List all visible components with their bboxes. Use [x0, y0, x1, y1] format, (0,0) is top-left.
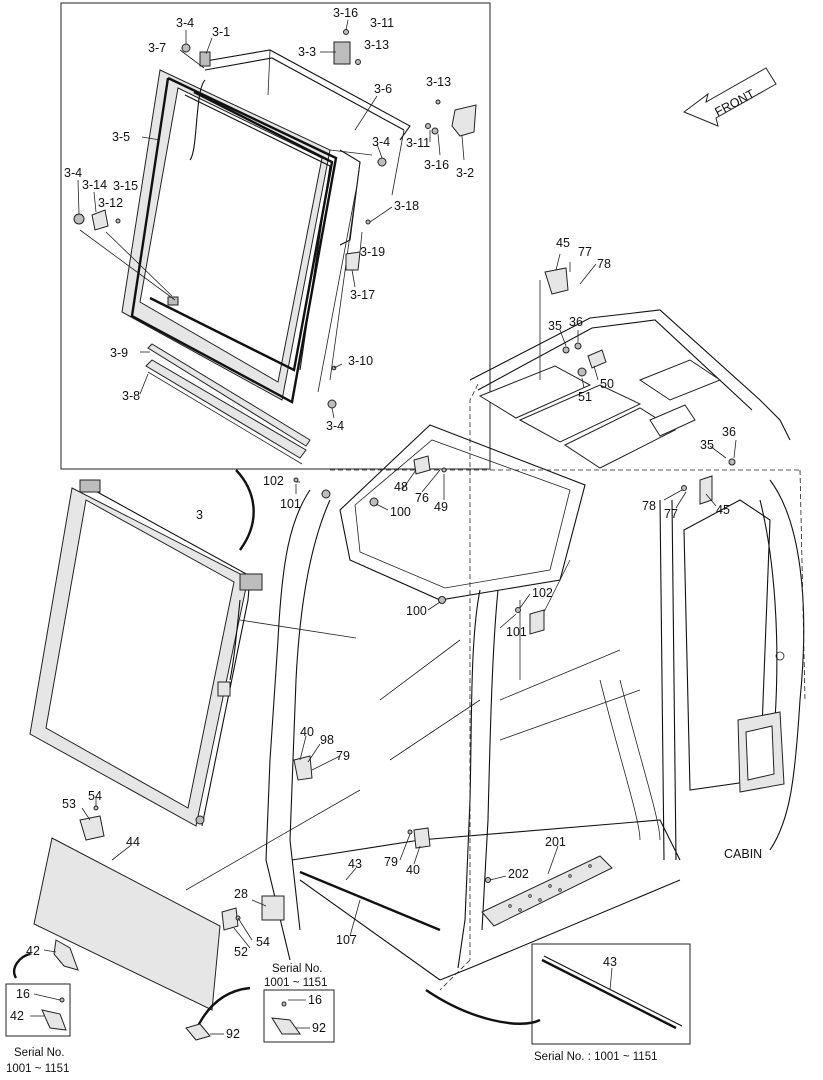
callout: 49 — [434, 500, 448, 514]
callout: 51 — [578, 390, 592, 404]
callout: 102 — [263, 474, 284, 488]
door-detail-frame — [60, 2, 491, 470]
callout: 98 — [320, 733, 334, 747]
callout: 3 — [196, 508, 203, 522]
callout: 3-12 — [98, 196, 123, 210]
inset-left-serial-range: 1001 ~ 1151 — [6, 1063, 69, 1075]
callout: 40 — [406, 863, 420, 877]
door-assembly — [29, 479, 263, 827]
callout: 3-18 — [394, 199, 419, 213]
callout: 36 — [569, 315, 583, 329]
callout: 3-4 — [176, 16, 194, 30]
callout: 35 — [700, 438, 714, 452]
callout: 3-6 — [374, 82, 392, 96]
callout: 107 — [336, 933, 357, 947]
callout: 3-1 — [212, 25, 230, 39]
callout: 3-17 — [350, 288, 375, 302]
step-plate — [481, 855, 613, 927]
door-glass-panel — [121, 69, 338, 404]
callout: 3-5 — [112, 130, 130, 144]
callout: 100 — [406, 604, 427, 618]
callout: 77 — [664, 507, 678, 521]
lower-glass-panel — [33, 805, 241, 1011]
callout: 35 — [548, 319, 562, 333]
callout: 43 — [348, 857, 362, 871]
callout: 3-13 — [426, 75, 451, 89]
callout: 42 — [26, 944, 40, 958]
callout: 40 — [300, 725, 314, 739]
inset-mid-serial-range: 1001 ~ 1151 — [264, 977, 327, 989]
callout: 28 — [234, 887, 248, 901]
callout: 3-8 — [122, 389, 140, 403]
callout: 52 — [234, 945, 248, 959]
callout: 76 — [415, 491, 429, 505]
callout: 54 — [256, 935, 270, 949]
callout: 3-2 — [456, 166, 474, 180]
callout: 77 — [578, 245, 592, 259]
callout: 45 — [716, 503, 730, 517]
callout: 3-13 — [364, 38, 389, 52]
callout-leaders — [13, 253, 737, 1031]
callout: 202 — [508, 867, 529, 881]
callout: 92 — [312, 1021, 326, 1035]
inset-mid-serial-label: Serial No. — [272, 963, 323, 975]
callout: 3-4 — [326, 419, 344, 433]
inset-right: Serial No. : 1001 ~ 1151 — [531, 943, 691, 1063]
callout: 3-19 — [360, 245, 385, 259]
callout: 101 — [280, 497, 301, 511]
callout: 36 — [722, 425, 736, 439]
callout: 92 — [226, 1027, 240, 1041]
callout: 54 — [88, 789, 102, 803]
callout: 3-4 — [372, 135, 390, 149]
callout: 16 — [308, 993, 322, 1007]
callout: 42 — [10, 1009, 24, 1023]
callout: 43 — [603, 955, 617, 969]
callout: 50 — [600, 377, 614, 391]
callout: 3-11 — [406, 136, 430, 150]
callout: 53 — [62, 797, 76, 811]
callout: 16 — [16, 987, 30, 1001]
callout: 78 — [642, 499, 656, 513]
door-detail-leaders — [77, 19, 465, 419]
callout: 3-3 — [298, 45, 316, 59]
callout: 3-15 — [113, 179, 138, 193]
callout: 101 — [506, 625, 527, 639]
callout: 44 — [126, 835, 140, 849]
callout: 79 — [384, 855, 398, 869]
callout: 100 — [390, 505, 411, 519]
callout: 45 — [556, 236, 570, 250]
cabin-label: CABIN — [724, 847, 762, 861]
callout: 3-4 — [64, 166, 82, 180]
callout: 102 — [532, 586, 553, 600]
callout: 79 — [336, 749, 350, 763]
callout: 3-9 — [110, 346, 128, 360]
door-hardware — [73, 29, 477, 409]
inset-mid: Serial No. 1001 ~ 1151 — [185, 963, 335, 1043]
callout: 3-14 — [82, 178, 107, 192]
upper-frame-rail — [189, 49, 411, 393]
inset-right-caption: Serial No. : 1001 ~ 1151 — [534, 1051, 658, 1063]
front-direction-arrow: FRONT — [682, 67, 777, 127]
callout: 201 — [545, 835, 566, 849]
callout: 3-11 — [370, 16, 394, 30]
cabin-body — [261, 267, 806, 991]
callout: 78 — [597, 257, 611, 271]
callout: 48 — [394, 480, 408, 494]
callout: 3-10 — [348, 354, 373, 368]
inset-left-serial-label: Serial No. — [14, 1047, 65, 1059]
callout: 3-16 — [424, 158, 449, 172]
inset-left: Serial No. 1001 ~ 1151 — [5, 939, 79, 1075]
callout: 3-7 — [148, 41, 166, 55]
lower-rail-assembly — [145, 343, 311, 465]
callout: 3-16 — [333, 6, 358, 20]
callout-labels: 3-4 3-1 3-16 3-11 3-13 3-3 3-7 3-6 3-13 … — [10, 6, 736, 1041]
